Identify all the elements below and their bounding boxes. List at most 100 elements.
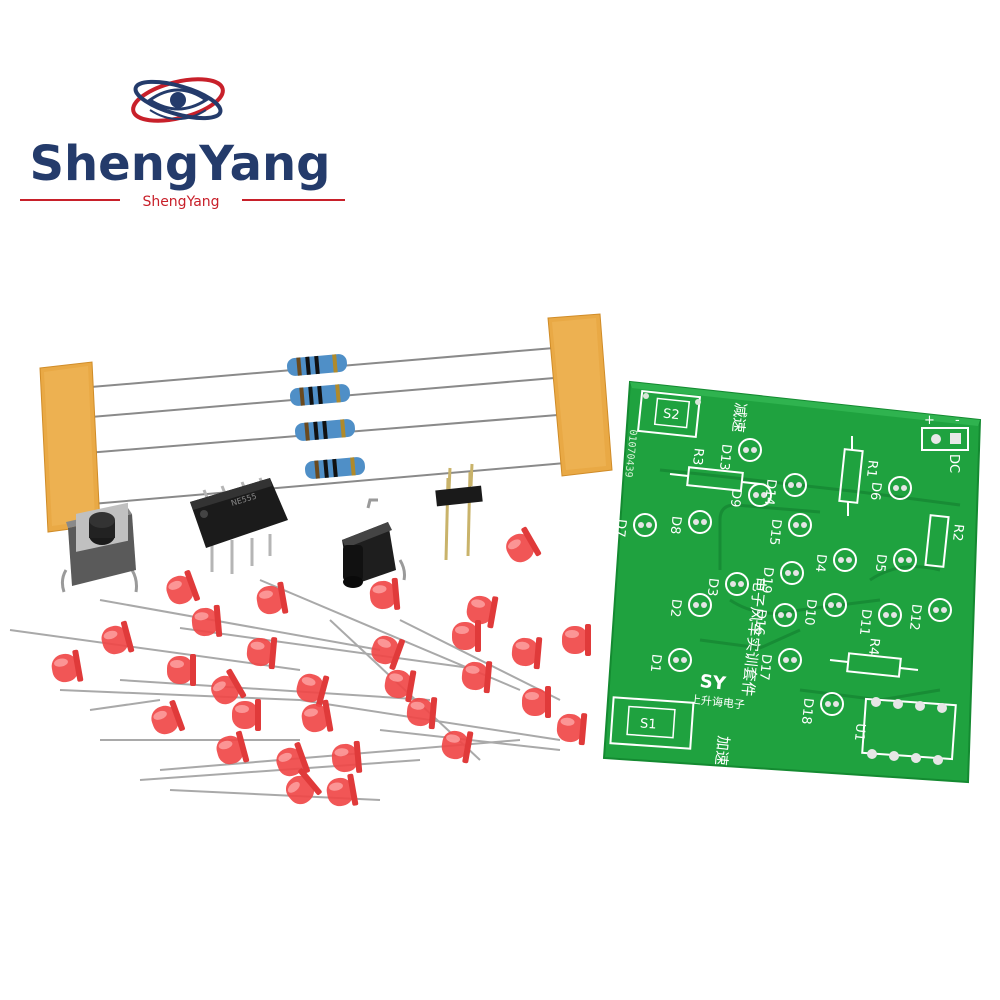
- pcb-led-pad: [761, 492, 767, 498]
- svg-text:R3: R3: [689, 447, 706, 466]
- led: [441, 730, 474, 764]
- pcb-led-pad: [825, 701, 831, 707]
- svg-text:S2: S2: [662, 407, 680, 424]
- pcb-led-pad: [788, 482, 794, 488]
- svg-text:R2: R2: [949, 523, 966, 542]
- pcb-led-label: D5: [872, 553, 889, 573]
- pcb-dc-input: + - DC: [921, 413, 969, 473]
- pcb-led-pad: [783, 657, 789, 663]
- pcb-led-pad: [793, 522, 799, 528]
- led: [556, 713, 588, 746]
- led-lead: [179, 627, 471, 669]
- pcb-led-outline: [928, 598, 952, 622]
- svg-text:DC: DC: [946, 454, 961, 473]
- led: [562, 624, 591, 656]
- pcb-led-outline: [633, 513, 657, 537]
- pcb-led-outline: [780, 561, 804, 585]
- led-lead: [89, 699, 161, 711]
- pcb-led-label: D7: [612, 518, 629, 538]
- resistor-strip: [39, 313, 613, 533]
- led-pile: [9, 526, 591, 807]
- pcb-led-outline: [888, 476, 912, 500]
- pcb-led-label: D8: [667, 515, 684, 535]
- led: [256, 581, 289, 615]
- svg-text:U1: U1: [851, 722, 868, 741]
- pcb-led-outline: [783, 473, 807, 497]
- pcb-led-pad: [933, 607, 939, 613]
- led: [301, 699, 334, 733]
- pcb-led-pad: [898, 557, 904, 563]
- led: [232, 699, 261, 731]
- brand-logo: ShengYang ShengYang: [20, 77, 345, 210]
- pcb-led-label: D2: [667, 598, 684, 618]
- pcb-led-outline: [748, 483, 772, 507]
- pcb-resistor-labels: R3 R1 R2 R4: [689, 447, 966, 656]
- pcb-maker-logo: SY: [699, 671, 728, 695]
- led: [406, 697, 438, 730]
- led-lead: [99, 599, 381, 651]
- pcb-led-pad: [791, 657, 797, 663]
- pcb-led-pad: [673, 657, 679, 663]
- led: [51, 649, 84, 683]
- pcb-led-label: D10: [801, 598, 819, 626]
- svg-text:+: +: [924, 413, 935, 428]
- pcb-led-outline: [668, 648, 692, 672]
- pcb-led-pad: [751, 447, 757, 453]
- pcb-led-label: D14: [761, 478, 779, 506]
- svg-text:R1: R1: [863, 459, 880, 478]
- led: [522, 686, 551, 718]
- pcb-led-label: D1: [647, 653, 664, 673]
- pcb-led-outline: [688, 510, 712, 534]
- pcb-led-pad: [638, 522, 644, 528]
- pcb-led-label: D11: [856, 608, 874, 636]
- led: [511, 637, 543, 670]
- pcb-led-outline: [878, 603, 902, 627]
- led: [369, 577, 401, 610]
- tape-right: [547, 313, 613, 477]
- pcb-led-pad: [778, 612, 784, 618]
- svg-text:-: -: [955, 413, 960, 428]
- pcb-led-pad: [743, 447, 749, 453]
- pcb-led-label: D16: [751, 608, 769, 636]
- pcb-led-outline: [738, 438, 762, 462]
- pcb-led-outline: [820, 692, 844, 716]
- led: [285, 768, 322, 805]
- pcb-board: S2 减速 S1 加速 + - DC 01070439: [602, 380, 982, 784]
- pcb-led-pad: [701, 602, 707, 608]
- led: [331, 740, 363, 773]
- pcb-led-pad: [786, 612, 792, 618]
- svg-text:S1: S1: [639, 716, 657, 732]
- pcb-maker-text: 上升诲电子: [689, 692, 745, 712]
- pcb-led-pad: [828, 602, 834, 608]
- pcb-led-outline: [688, 593, 712, 617]
- pcb-led-outline: [725, 572, 749, 596]
- led: [371, 635, 405, 670]
- pcb-led-pad: [693, 602, 699, 608]
- led-lead: [59, 689, 301, 701]
- led: [191, 604, 223, 637]
- pcb-led-pad: [793, 570, 799, 576]
- pcb-led-outline: [833, 548, 857, 572]
- pcb-led-pad: [836, 602, 842, 608]
- tactile-button-middle: [342, 498, 406, 588]
- pcb-resistor-footprints: [669, 436, 950, 678]
- pcb-led-outline: [788, 513, 812, 537]
- pcb-led-pad: [906, 557, 912, 563]
- pcb-led-pad: [681, 657, 687, 663]
- pin-header: [435, 463, 483, 561]
- pcb-decel-label: 减速: [729, 402, 750, 434]
- pcb-led-label: D9: [727, 488, 744, 508]
- led: [466, 595, 499, 629]
- pcb-led-pad: [883, 612, 889, 618]
- pcb-led-outline: [823, 593, 847, 617]
- eye-orbit-icon: [131, 77, 225, 123]
- pcb-led-label: D13: [716, 443, 734, 471]
- led: [452, 620, 481, 652]
- pcb-led-label: D17: [756, 653, 774, 681]
- pcb-led-pad: [730, 581, 736, 587]
- pcb-led-label: D12: [906, 603, 924, 631]
- pcb-led-outline: [773, 603, 797, 627]
- led: [151, 700, 185, 735]
